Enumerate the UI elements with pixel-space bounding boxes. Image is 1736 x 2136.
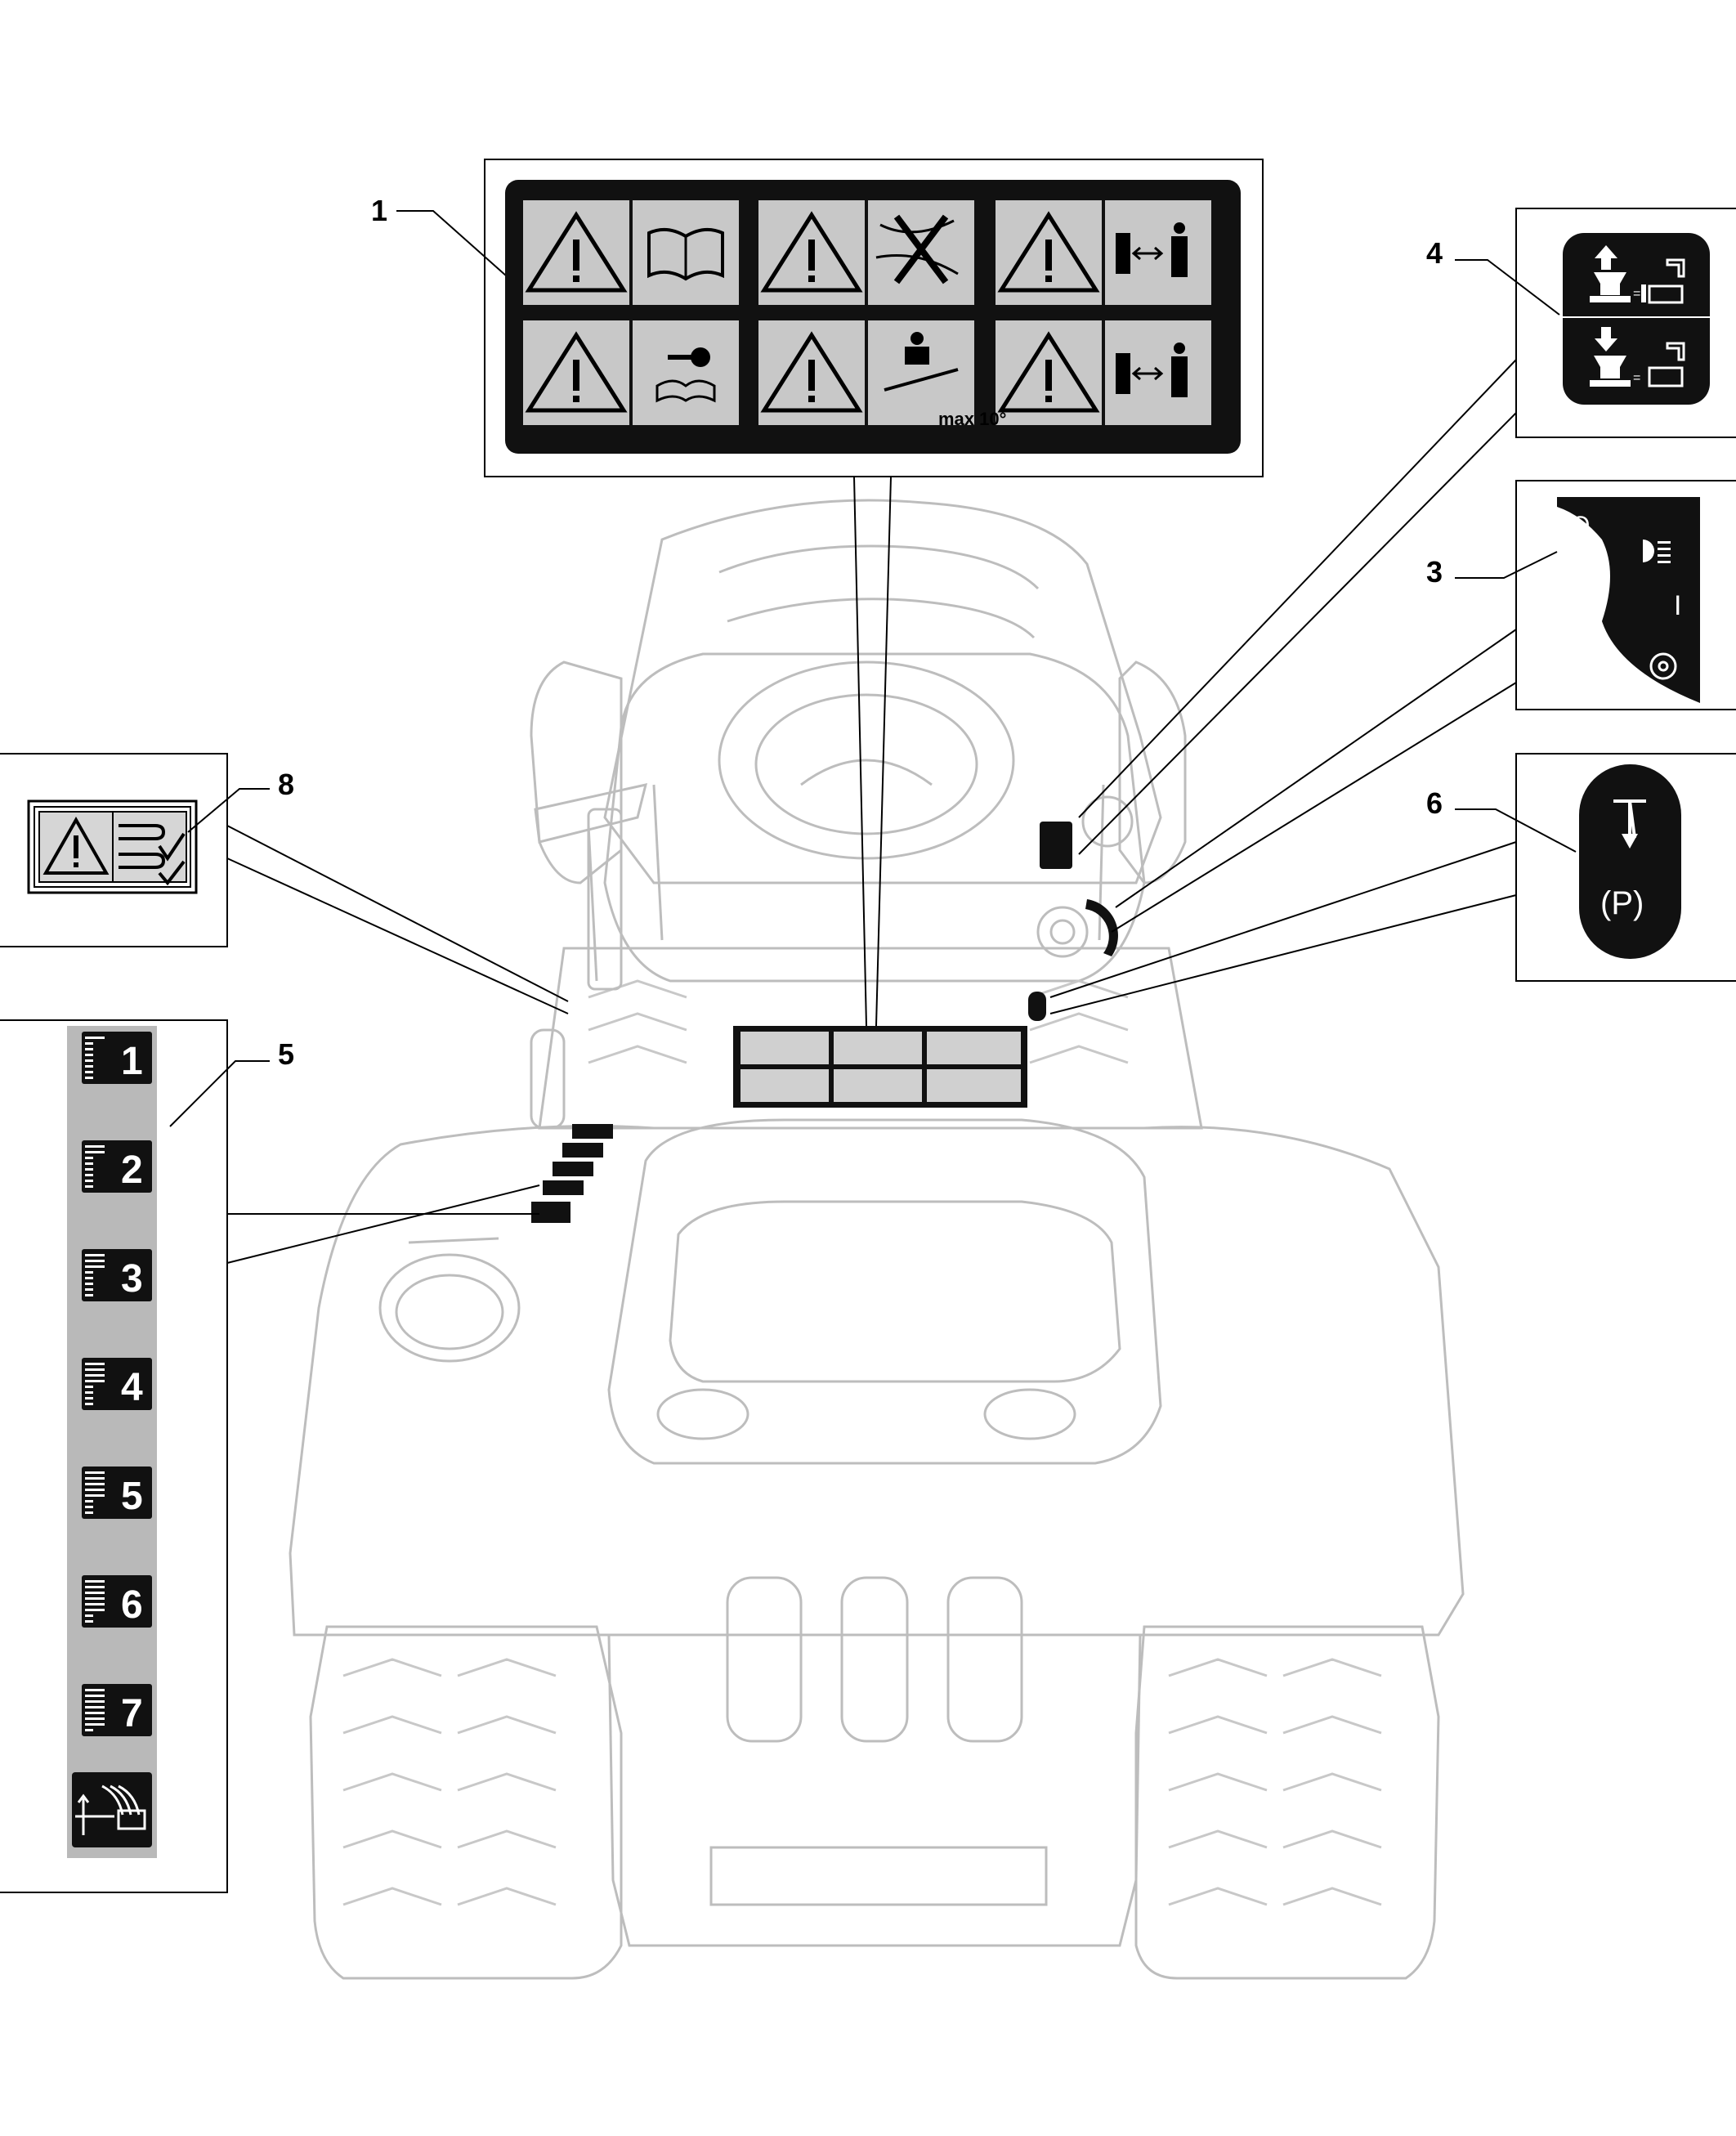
cutting-height-number: 1 bbox=[121, 1040, 143, 1083]
headlight-icon bbox=[1643, 540, 1671, 563]
cutting-height-level: 5 bbox=[82, 1467, 152, 1519]
seat bbox=[607, 1118, 1162, 1465]
warning-triangle-icon bbox=[760, 331, 863, 413]
callout-3: 3 bbox=[1426, 555, 1443, 589]
cutting-height-number: 2 bbox=[121, 1149, 143, 1192]
decal-6-on-tractor bbox=[1028, 992, 1046, 1021]
decal-5-on-tractor bbox=[531, 1124, 613, 1223]
decal-1-cell-keep-distance bbox=[996, 200, 1211, 305]
manual-book-icon bbox=[647, 227, 724, 281]
brake-press-icon bbox=[1613, 799, 1646, 849]
decal-8-belt-warning bbox=[27, 799, 198, 894]
decal-1-cell-remove-key bbox=[523, 320, 739, 425]
cutting-height-levels: 1 2 3 4 5 6 7 bbox=[82, 1032, 152, 1736]
cutting-height-level: 2 bbox=[82, 1140, 152, 1193]
steering-wheel bbox=[718, 661, 1015, 860]
rear-left-tyre bbox=[309, 1625, 623, 1980]
cutting-height-level: 4 bbox=[82, 1358, 152, 1410]
ignition-key bbox=[1036, 906, 1089, 958]
cutting-height-level: 3 bbox=[82, 1249, 152, 1301]
callout-4: 4 bbox=[1426, 236, 1443, 270]
decal-1-cell-read-manual bbox=[523, 200, 739, 305]
cutting-height-number: 5 bbox=[121, 1475, 143, 1518]
svg-text:=: = bbox=[1633, 371, 1640, 385]
callout-8: 8 bbox=[278, 768, 294, 801]
callout-5: 5 bbox=[278, 1037, 294, 1071]
decal-5-cutting-height: 1 2 3 4 5 6 7 bbox=[67, 1026, 157, 1858]
dashboard bbox=[603, 652, 1146, 983]
cutting-height-number: 3 bbox=[121, 1257, 143, 1301]
svg-text:=: = bbox=[1633, 287, 1640, 301]
decal-1-cell-thrown-objects bbox=[758, 200, 974, 305]
rear-body-lower bbox=[607, 1633, 1142, 1947]
cutting-height-level: 7 bbox=[82, 1684, 152, 1736]
callout-6: 6 bbox=[1426, 786, 1443, 820]
warning-triangle-icon bbox=[43, 816, 110, 875]
decal-4-deck-lift: = = bbox=[1563, 233, 1710, 405]
slope-limit-icon bbox=[884, 332, 959, 392]
cutting-height-number: 4 bbox=[121, 1366, 143, 1409]
warning-triangle-icon bbox=[997, 331, 1100, 413]
person-distance-icon bbox=[1116, 222, 1188, 277]
decal-1-on-tractor bbox=[733, 1026, 1027, 1108]
front-right-tyre bbox=[1118, 661, 1187, 884]
warning-triangle-icon bbox=[525, 211, 628, 293]
ignition-off-symbol: O bbox=[1571, 512, 1590, 539]
arrow-down-icon bbox=[1595, 327, 1617, 352]
decal-1-cell-keep-distance-2 bbox=[996, 320, 1211, 425]
cutting-height-level: 6 bbox=[82, 1575, 152, 1628]
deck-lowered-icon bbox=[1648, 342, 1685, 387]
lift-lever bbox=[534, 783, 648, 844]
tractor-rear-hood bbox=[603, 499, 1162, 884]
decal-6-parking-brake: (P) bbox=[1579, 764, 1681, 959]
no-bystanders-icon bbox=[875, 214, 959, 284]
decal-1-safety-panel: max 10° bbox=[505, 180, 1241, 454]
decal-1-cells bbox=[523, 200, 1211, 425]
decal-3-on-tractor bbox=[1085, 899, 1118, 956]
warning-triangle-icon bbox=[997, 211, 1100, 293]
cutting-height-number: 6 bbox=[121, 1583, 143, 1627]
deck-raised-icon bbox=[1648, 258, 1685, 304]
cup-holder bbox=[378, 1253, 521, 1363]
slope-limit-text: max 10° bbox=[938, 409, 1006, 429]
decal-4-on-tractor bbox=[1040, 822, 1072, 869]
callout-1: 1 bbox=[371, 194, 387, 227]
cutting-height-icon bbox=[72, 1772, 152, 1847]
lever-knob-icon bbox=[1594, 272, 1626, 295]
engine-start-icon bbox=[1649, 652, 1677, 680]
decal-3-ignition: O I bbox=[1557, 497, 1700, 703]
key-manual-icon bbox=[655, 347, 716, 403]
leader-lines bbox=[0, 159, 1736, 1893]
hand-belt-icon bbox=[119, 824, 186, 886]
cutting-height-number: 7 bbox=[121, 1692, 143, 1735]
warning-triangle-icon bbox=[760, 211, 863, 293]
decal-1-cell-rollover-slope bbox=[758, 320, 974, 425]
ignition-on-symbol: I bbox=[1674, 590, 1681, 621]
person-distance-icon bbox=[1116, 343, 1188, 397]
tractor-outline bbox=[289, 499, 1465, 1980]
parking-symbol: (P) bbox=[1600, 885, 1644, 921]
rear-right-tyre bbox=[1134, 1625, 1440, 1980]
arrow-up-icon bbox=[1595, 245, 1617, 270]
cutting-height-level: 1 bbox=[82, 1032, 152, 1084]
warning-triangle-icon bbox=[525, 331, 628, 413]
